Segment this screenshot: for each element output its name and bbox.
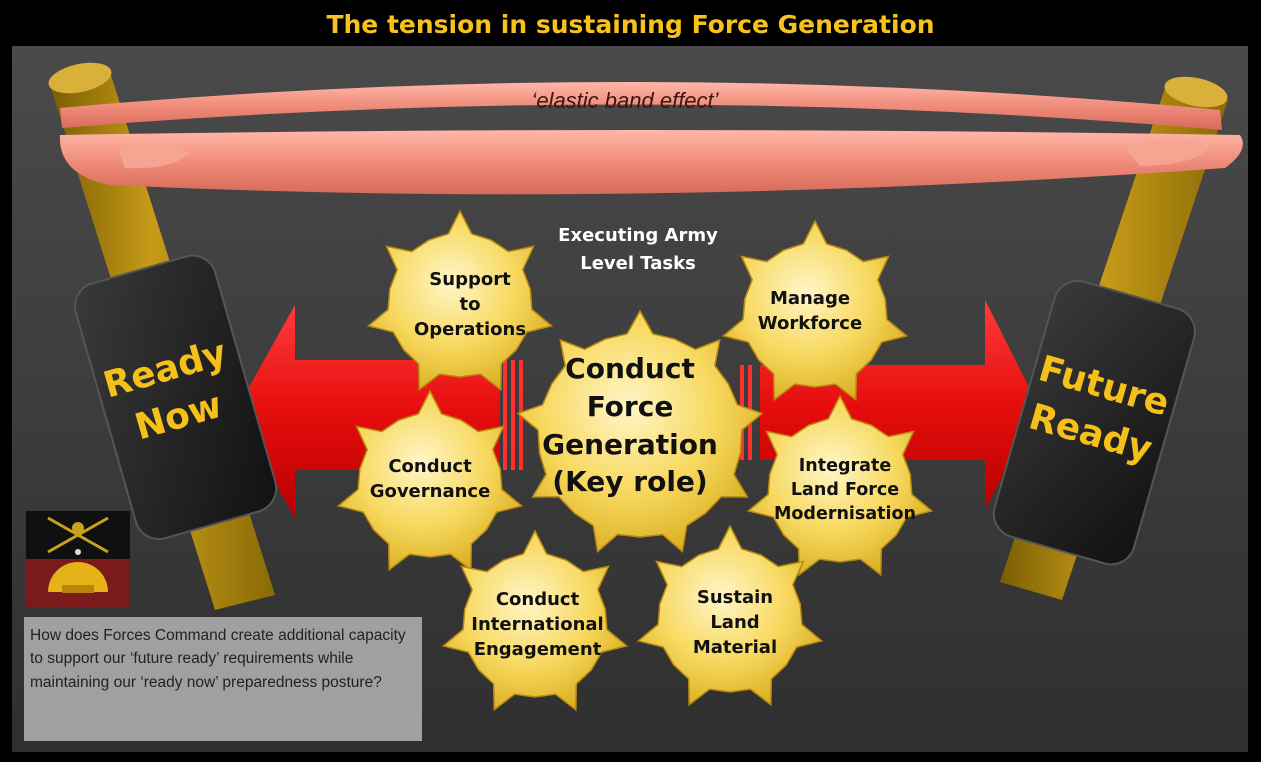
- band-label: ‘elastic band effect’: [531, 88, 719, 113]
- diagram-title: The tension in sustaining Force Generati…: [326, 10, 935, 39]
- gear-label-engagement-line-2: International: [471, 613, 604, 635]
- center-label-line-1: Executing Army: [558, 225, 718, 246]
- gear-label-engagement-line-1: Conduct: [495, 589, 580, 610]
- gear-label-material-line-1: Sustain: [696, 587, 774, 608]
- gear-label-support-line-1: Support: [429, 269, 511, 290]
- gear-label-force-gen-line-4: (Key role): [552, 465, 708, 499]
- gear-engagement: [441, 529, 629, 712]
- army-badge-icon: [26, 511, 130, 607]
- gear-label-material: Sustain Land Material: [660, 586, 810, 660]
- gear-label-modernisation-line-1: Integrate: [798, 456, 892, 476]
- center-label: Executing Army Level Tasks: [548, 222, 728, 278]
- gear-label-force-gen: Conduct Force Generation (Key role): [530, 350, 730, 501]
- gear-force-gen: [516, 309, 764, 553]
- gear-label-force-gen-line-1: Conduct: [565, 352, 695, 385]
- gear-label-force-gen-line-2: Force: [586, 389, 674, 423]
- gear-label-workforce-line-2: Workforce: [757, 312, 863, 334]
- future-ready-sign: [992, 279, 1196, 566]
- gear-label-governance-line-1: Conduct: [388, 456, 472, 477]
- gear-label-engagement-line-3: Engagement: [473, 638, 602, 660]
- ready-now-sign: [74, 254, 278, 541]
- gear-material: [636, 524, 824, 707]
- gear-support: [366, 209, 554, 392]
- center-label-line-2: Level Tasks: [580, 252, 696, 274]
- question-box: [24, 617, 422, 741]
- gear-label-material-line-3: Material: [692, 636, 778, 658]
- gear-label-support-line-3: Operations: [413, 318, 527, 340]
- gear-label-governance-line-2: Governance: [369, 480, 491, 502]
- gear-label-governance: Conduct Governance: [350, 455, 510, 505]
- gear-label-modernisation: Integrate Land Force Modernisation: [755, 454, 935, 526]
- gear-label-engagement: Conduct International Engagement: [455, 588, 620, 662]
- gear-modernisation: [746, 394, 934, 577]
- gear-label-workforce: Manage Workforce: [730, 287, 890, 337]
- question-text: How does Forces Command create additiona…: [30, 627, 406, 691]
- gear-label-support: Support to Operations: [395, 268, 545, 342]
- gear-label-support-line-2: to: [459, 293, 481, 315]
- gear-label-modernisation-line-2: Land Force: [790, 480, 900, 501]
- gear-label-workforce-line-1: Manage: [769, 288, 851, 309]
- gear-label-force-gen-line-3: Generation: [542, 427, 718, 461]
- elastic-band: [59, 81, 1243, 195]
- gear-workforce: [721, 219, 909, 402]
- gear-label-modernisation-line-3: Modernisation: [774, 504, 916, 525]
- gear-label-material-line-2: Land: [710, 611, 760, 633]
